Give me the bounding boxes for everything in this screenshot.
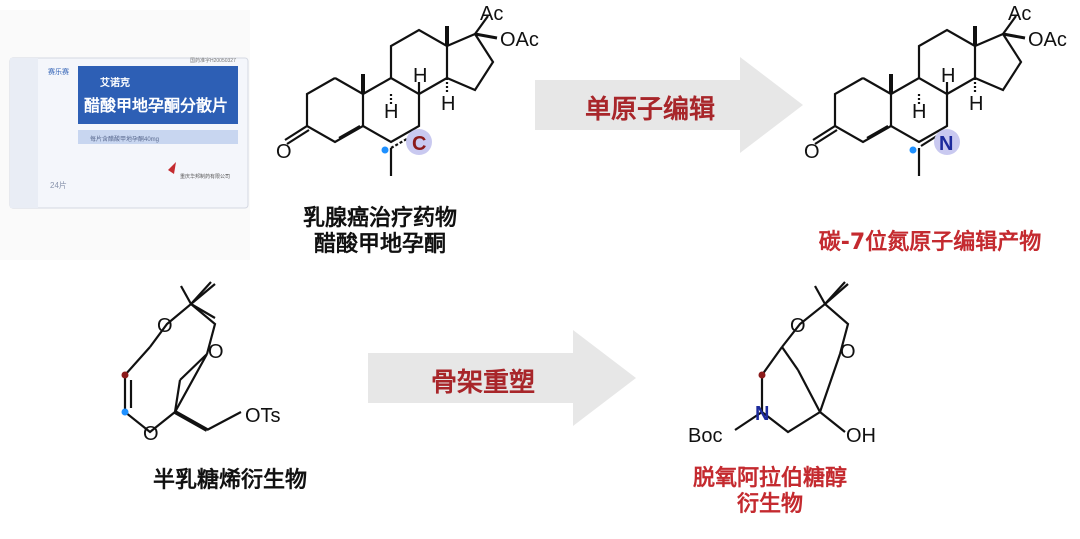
atom-oh: OH (846, 425, 876, 447)
atom-o-galactal-ring: O (143, 423, 159, 445)
approval-number: 国药准字H20050327 (190, 57, 236, 64)
reaction-arrow-bottom: 骨架重塑 (368, 328, 638, 428)
galactal-structure: O O O OTs (95, 262, 325, 452)
spec-text: 每片含醋酸甲地孕酮40mg (90, 135, 159, 143)
aza-product-structure: O N H H H Ac OAc (780, 0, 1080, 200)
product-label-bottom: 脱氧阿拉伯糖醇 衍生物 (650, 466, 890, 518)
atom-oac-product: OAc (1028, 29, 1067, 51)
atom-h-p1: H (912, 101, 926, 123)
atom-c-highlight: C (412, 133, 426, 155)
count-badge: 24片 (50, 180, 67, 190)
atom-ac: Ac (480, 3, 503, 25)
arrow-label-top: 单原子编辑 (584, 95, 715, 125)
atom-h-1: H (384, 101, 398, 123)
atom-boc: Boc (688, 425, 722, 447)
drug-name: 醋酸甲地孕酮分散片 (84, 96, 228, 115)
product-label-bottom-line2: 衍生物 (736, 492, 803, 517)
logo-star-icon (168, 162, 176, 174)
substrate-label-line1: 乳腺癌治疗药物 (302, 206, 457, 231)
atom-o-arabinitol-2: O (840, 341, 856, 363)
arrow-label-bottom: 骨架重塑 (430, 368, 535, 398)
megestrol-structure: O C H H H Ac OAc (252, 0, 552, 200)
substrate-label-line2: 醋酸甲地孕酮 (313, 232, 446, 257)
substrate-label-bottom: 半乳糖烯衍生物 (152, 468, 307, 493)
atom-ots: OTs (245, 405, 281, 427)
product-label-top: 碳-7位氮原子编辑产物 (818, 230, 1042, 255)
atom-n-highlight: N (939, 133, 953, 155)
reaction-arrow-top: 单原子编辑 (535, 55, 805, 155)
atom-o-galactal-1: O (157, 315, 173, 337)
product-label-bottom-line1: 脱氧阿拉伯糖醇 (692, 466, 847, 491)
atom-o-arabinitol-1: O (790, 315, 806, 337)
atom-o-ketone-product: O (804, 141, 820, 163)
maker-name: 重庆华邦制药有限公司 (180, 173, 230, 180)
atom-h-2: H (413, 65, 427, 87)
atom-h-3: H (441, 93, 455, 115)
atom-o-galactal-2: O (208, 341, 224, 363)
substrate-label-top: 乳腺癌治疗药物 醋酸甲地孕酮 (280, 206, 480, 258)
medicine-box-photo: 赛乐赛 国药准字H20050327 艾诺克 醋酸甲地孕酮分散片 每片含醋酸甲地孕… (0, 10, 250, 260)
atom-n-arabinitol: N (755, 403, 769, 425)
arabinitol-structure: O O N Boc OH (680, 262, 920, 457)
product-name: 艾诺克 (100, 76, 130, 89)
atom-ac-product: Ac (1008, 3, 1031, 25)
atom-h-p3: H (969, 93, 983, 115)
atom-o-ketone: O (276, 141, 292, 163)
atom-oac: OAc (500, 29, 539, 51)
atom-h-p2: H (941, 65, 955, 87)
brand-small: 赛乐赛 (48, 67, 69, 76)
